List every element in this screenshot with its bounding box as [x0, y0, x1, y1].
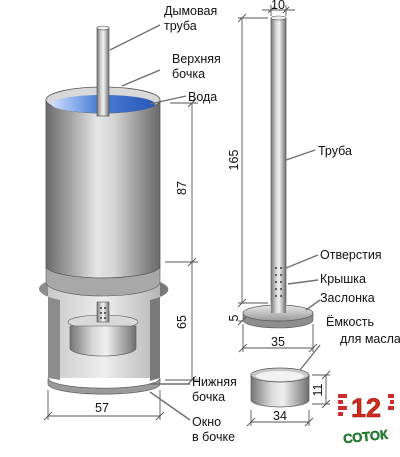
label-lower-barrel-2: бочка	[192, 390, 225, 404]
pipe	[270, 17, 287, 304]
right-dimensions	[237, 5, 331, 427]
logo-number: 12	[351, 393, 381, 423]
left-dimensions	[43, 98, 198, 421]
dim-container-width: 34	[273, 409, 287, 423]
label-smoke-pipe-1: Дымовая	[164, 4, 217, 18]
oil-container-inside	[256, 371, 304, 381]
logo-word: СОТОК	[342, 427, 388, 447]
label-lid: Крышка	[320, 272, 366, 286]
label-pipe: Труба	[318, 144, 352, 158]
label-window-1: Окно	[192, 415, 221, 429]
pipe-top	[270, 15, 287, 21]
lower-barrel-top-band	[45, 265, 161, 297]
label-water: Вода	[188, 90, 217, 104]
label-upper-barrel-2: бочка	[172, 67, 205, 81]
lower-barrel-left-wall	[38, 266, 60, 380]
upper-barrel	[45, 99, 161, 279]
dim-damper-height: 5	[227, 314, 241, 321]
label-window-2: в бочке	[192, 430, 235, 444]
label-damper: Заслонка	[320, 291, 375, 305]
dim-barrel-width: 57	[95, 401, 109, 415]
pipe-assembly	[242, 15, 314, 329]
label-holes: Отверстия	[320, 248, 382, 262]
oil-container-body	[250, 374, 310, 408]
label-oil-container-1: Ёмкость	[326, 315, 374, 329]
label-upper-barrel-1: Верхняя	[172, 52, 221, 66]
right-leaders	[285, 149, 321, 371]
lower-barrel-bottom	[47, 377, 161, 395]
pipe-holes	[275, 267, 282, 297]
logo-bricks	[338, 394, 394, 416]
burner-holes	[100, 307, 106, 319]
lower-barrel-right-wall	[150, 266, 169, 381]
label-smoke-pipe-2: труба	[164, 19, 197, 33]
dim-damper-width: 35	[271, 335, 285, 349]
smoke-pipe-top	[96, 25, 110, 31]
left-leaders	[109, 24, 191, 421]
pipe-base	[271, 300, 286, 313]
assembled-stove	[38, 25, 169, 395]
logo: 12 СОТОК	[338, 393, 394, 447]
dim-upper-barrel-height: 87	[175, 181, 189, 195]
dim-lower-barrel-height: 65	[175, 315, 189, 329]
dim-pipe-diameter: 10	[271, 0, 285, 12]
burner-pipe	[96, 301, 110, 323]
label-lower-barrel-1: Нижняя	[192, 375, 237, 389]
dim-container-height: 11	[311, 383, 325, 396]
label-oil-container-2: для масла	[340, 332, 400, 346]
dim-pipe-length: 165	[227, 150, 241, 171]
oil-container	[250, 367, 310, 408]
smoke-pipe	[96, 27, 110, 117]
burner-pan	[69, 325, 137, 357]
